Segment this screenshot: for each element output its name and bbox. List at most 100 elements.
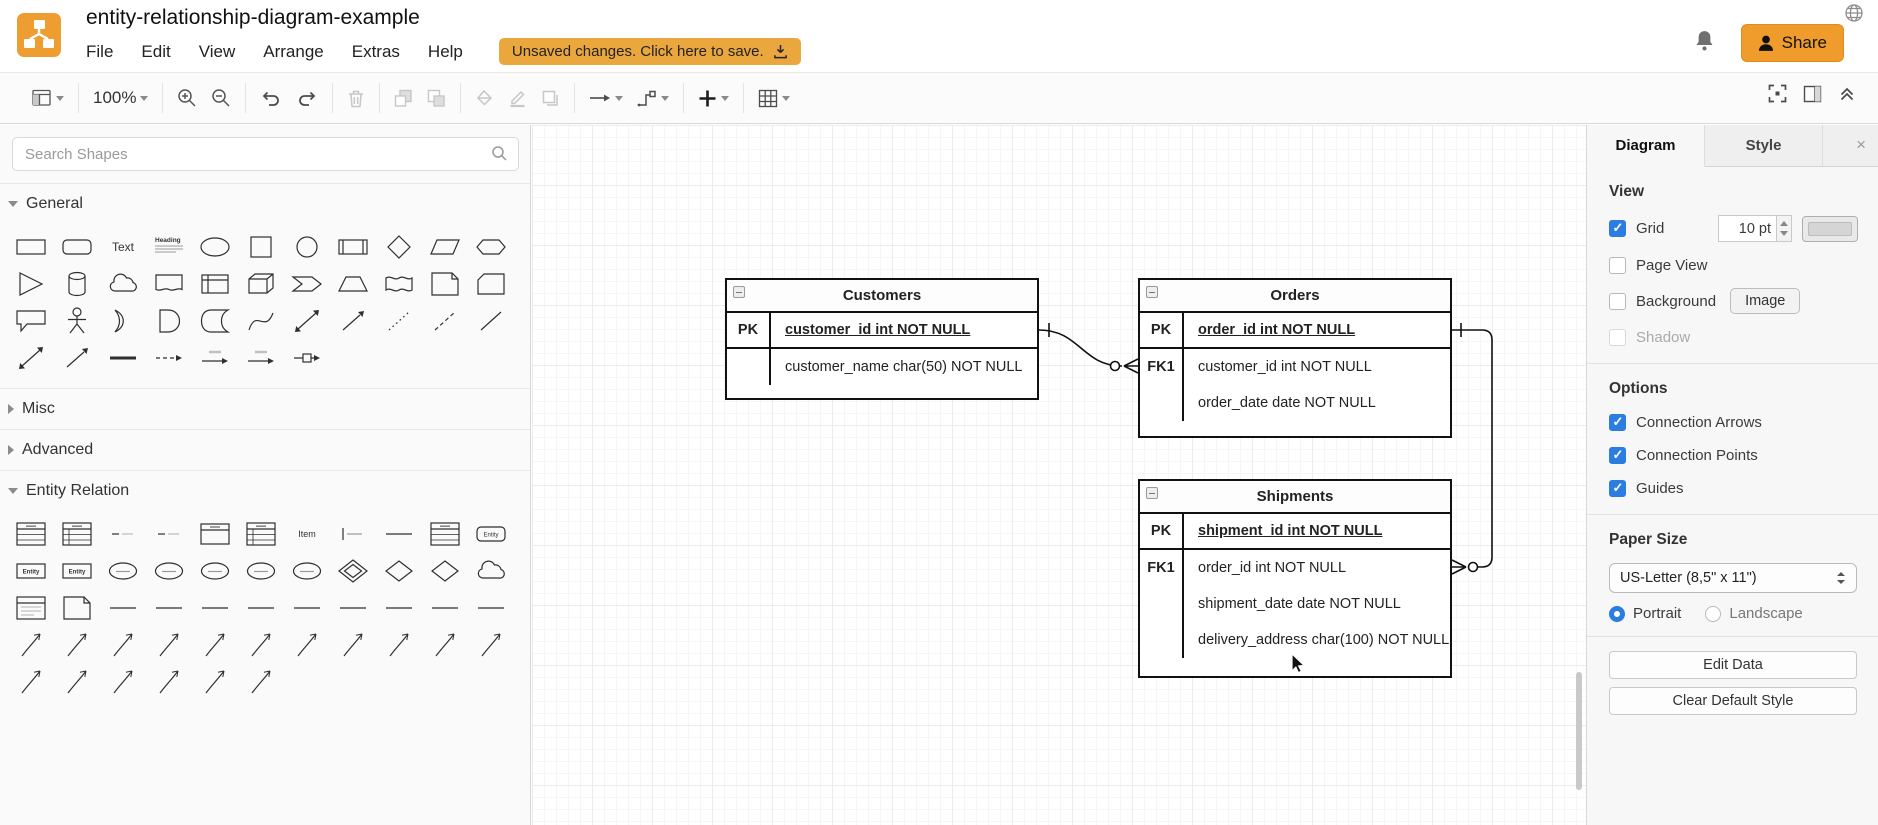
- shape-cloud-icon[interactable]: [100, 265, 146, 302]
- grid-size-stepper[interactable]: [1776, 215, 1792, 242]
- shape-dotted-line-icon[interactable]: [376, 302, 422, 339]
- shape-cylinder-icon[interactable]: [54, 265, 100, 302]
- shape-er-conn-icon[interactable]: [192, 663, 238, 700]
- shape-er-conn-icon[interactable]: [422, 626, 468, 663]
- fill-color-button[interactable]: [475, 89, 494, 108]
- shape-cube-icon[interactable]: [238, 265, 284, 302]
- menu-view[interactable]: View: [198, 41, 236, 61]
- paper-size-select[interactable]: US-Letter (8,5" x 11"): [1609, 563, 1857, 593]
- guides-checkbox[interactable]: [1609, 479, 1626, 497]
- shape-data-storage-icon[interactable]: [192, 302, 238, 339]
- zoom-in-button[interactable]: [177, 88, 197, 108]
- page-view-checkbox[interactable]: [1609, 256, 1626, 274]
- shape-er-conn-icon[interactable]: [54, 626, 100, 663]
- shape-er-conn-icon[interactable]: [192, 626, 238, 663]
- fullscreen-button[interactable]: [1768, 84, 1787, 108]
- shape-er-link-icon[interactable]: [238, 589, 284, 626]
- shape-internal-storage-icon[interactable]: [192, 265, 238, 302]
- table-row[interactable]: delivery_address char(100) NOT NULL: [1140, 622, 1450, 658]
- shape-rectangle-icon[interactable]: [8, 228, 54, 265]
- zoom-level-button[interactable]: 100%: [93, 88, 149, 108]
- shape-arrow-icon[interactable]: [330, 302, 376, 339]
- shape-er-link-icon[interactable]: [146, 589, 192, 626]
- shape-directional-connector-icon[interactable]: [54, 339, 100, 376]
- insert-button[interactable]: [698, 89, 730, 108]
- shape-curve-icon[interactable]: [238, 302, 284, 339]
- shadow-checkbox[interactable]: [1609, 328, 1626, 346]
- menu-edit[interactable]: Edit: [141, 41, 171, 61]
- shape-er-entity-icon[interactable]: Entity: [8, 552, 54, 589]
- shape-hexagon-icon[interactable]: [468, 228, 514, 265]
- connection-points-checkbox[interactable]: [1609, 446, 1626, 464]
- shape-link-icon[interactable]: [100, 339, 146, 376]
- table-row[interactable]: order_date date NOT NULL: [1140, 385, 1450, 421]
- language-globe-icon[interactable]: [1844, 3, 1864, 28]
- shape-tape-icon[interactable]: [376, 265, 422, 302]
- shape-er-attr-oval-icon[interactable]: [284, 552, 330, 589]
- shape-er-link-icon[interactable]: [422, 589, 468, 626]
- shape-process-icon[interactable]: [330, 228, 376, 265]
- shape-er-table-pk-icon[interactable]: [54, 515, 100, 552]
- collapse-icon[interactable]: [733, 286, 745, 298]
- menu-help[interactable]: Help: [427, 41, 463, 61]
- shape-line-icon[interactable]: [468, 302, 514, 339]
- shape-ellipse-icon[interactable]: [192, 228, 238, 265]
- redo-button[interactable]: [296, 89, 318, 107]
- shape-bidirectional-arrow-icon[interactable]: [284, 302, 330, 339]
- shape-er-conn-icon[interactable]: [238, 626, 284, 663]
- shape-text-icon[interactable]: Text: [100, 228, 146, 265]
- shape-er-attr-oval-icon[interactable]: [146, 552, 192, 589]
- shape-note-icon[interactable]: [422, 265, 468, 302]
- shape-er-rel-diamond-icon[interactable]: [376, 552, 422, 589]
- shape-er-item-text-icon[interactable]: Item: [284, 515, 330, 552]
- shape-square-icon[interactable]: [238, 228, 284, 265]
- shape-card-icon[interactable]: [468, 265, 514, 302]
- tab-diagram[interactable]: Diagram: [1587, 125, 1705, 167]
- shape-er-table-note-icon[interactable]: [8, 589, 54, 626]
- shape-er-table-header-icon[interactable]: [192, 515, 238, 552]
- shape-heading-icon[interactable]: Heading: [146, 228, 192, 265]
- shape-er-link-icon[interactable]: [376, 589, 422, 626]
- shape-er-conn-icon[interactable]: [100, 663, 146, 700]
- shape-er-note-icon[interactable]: [54, 589, 100, 626]
- shape-or-icon[interactable]: [100, 302, 146, 339]
- grid-size-input[interactable]: 10 pt: [1718, 215, 1792, 242]
- shape-er-rel-diamond-double-icon[interactable]: [330, 552, 376, 589]
- table-row[interactable]: shipment_date date NOT NULL: [1140, 586, 1450, 622]
- to-front-button[interactable]: [394, 89, 413, 108]
- collapse-icon[interactable]: [1146, 487, 1158, 499]
- menu-arrange[interactable]: Arrange: [263, 41, 324, 61]
- shape-diamond-icon[interactable]: [376, 228, 422, 265]
- shape-er-entity-icon[interactable]: Entity: [54, 552, 100, 589]
- shape-er-table-icon[interactable]: [8, 515, 54, 552]
- line-color-button[interactable]: [508, 89, 527, 108]
- shape-er-cloud-icon[interactable]: [468, 552, 514, 589]
- portrait-radio[interactable]: [1609, 605, 1625, 622]
- shape-er-divider-icon[interactable]: [376, 515, 422, 552]
- section-header-misc[interactable]: Misc: [0, 389, 530, 429]
- shape-er-row-icon[interactable]: [100, 515, 146, 552]
- zoom-out-button[interactable]: [211, 88, 231, 108]
- format-panel-toggle-button[interactable]: [1803, 85, 1822, 108]
- notifications-bell-icon[interactable]: [1694, 29, 1715, 57]
- shape-er-link-icon[interactable]: [284, 589, 330, 626]
- shape-triangle-icon[interactable]: [8, 265, 54, 302]
- shape-er-row-icon[interactable]: [146, 515, 192, 552]
- shape-er-conn-icon[interactable]: [284, 626, 330, 663]
- connection-arrows-checkbox[interactable]: [1609, 413, 1626, 431]
- shape-er-conn-icon[interactable]: [468, 626, 514, 663]
- shape-er-attr-oval-icon[interactable]: [238, 552, 284, 589]
- shape-dashed-link-icon[interactable]: [146, 339, 192, 376]
- undo-button[interactable]: [260, 89, 282, 107]
- shape-circle-icon[interactable]: [284, 228, 330, 265]
- shape-labeled-arrow-icon[interactable]: [238, 339, 284, 376]
- shape-parallelogram-icon[interactable]: [422, 228, 468, 265]
- shape-er-table-icon[interactable]: [422, 515, 468, 552]
- shape-er-attr-oval-icon[interactable]: [192, 552, 238, 589]
